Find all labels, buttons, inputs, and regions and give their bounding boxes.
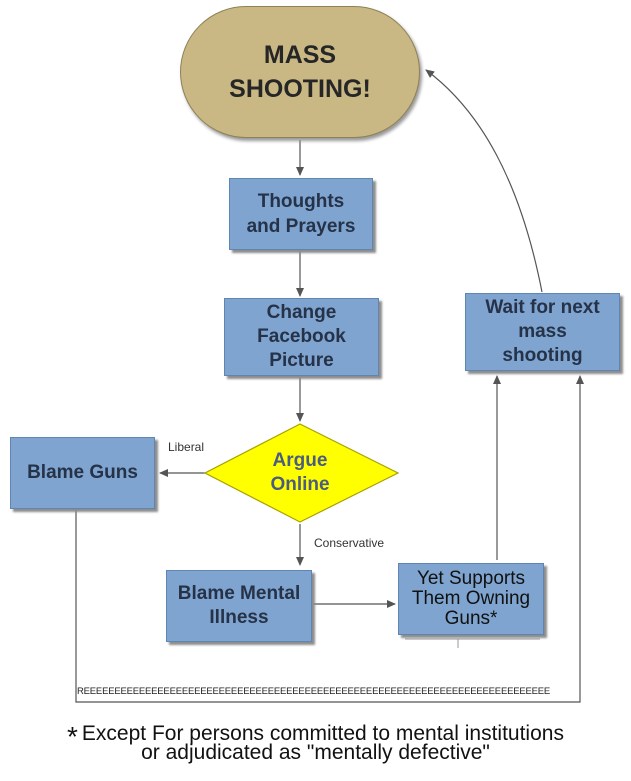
change-facebook-picture-box: Change Facebook Picture [224, 298, 379, 376]
arrow-wait-to-shooting [425, 69, 543, 293]
wait-for-next-mass-shooting-box: Wait for next mass shooting [465, 293, 620, 371]
footnote-line-2: or adjudicated as "mentally defective" [141, 741, 490, 764]
conservative-edge-label: Conservative [314, 536, 385, 550]
footnote-line-1: *Except For persons committed to mental … [0, 715, 631, 752]
footnote-star: * [67, 721, 78, 752]
ree-ticker-text: REEEEEEEEEEEEEEEEEEEEEEEEEEEEEEEEEEEEEEE… [77, 686, 551, 697]
argue-online-diamond [203, 423, 400, 523]
footnote-text-1: Except For persons committed to mental i… [81, 722, 564, 745]
blame-mental-illness-box: Blame Mental Illness [166, 570, 312, 642]
thoughts-and-prayers-box: Thoughts and Prayers [229, 178, 373, 250]
yet-supports-them-owning-guns-box: Yet Supports Them Owning Guns* [398, 563, 544, 635]
liberal-edge-label: Liberal [168, 440, 205, 454]
argue-online-label: Argue Online [270, 450, 330, 495]
blame-guns-box: Blame Guns [10, 437, 155, 509]
arrow-guns-loop-to-wait [75, 375, 584, 703]
mass-shooting-terminal: MASS SHOOTING! [180, 6, 420, 138]
